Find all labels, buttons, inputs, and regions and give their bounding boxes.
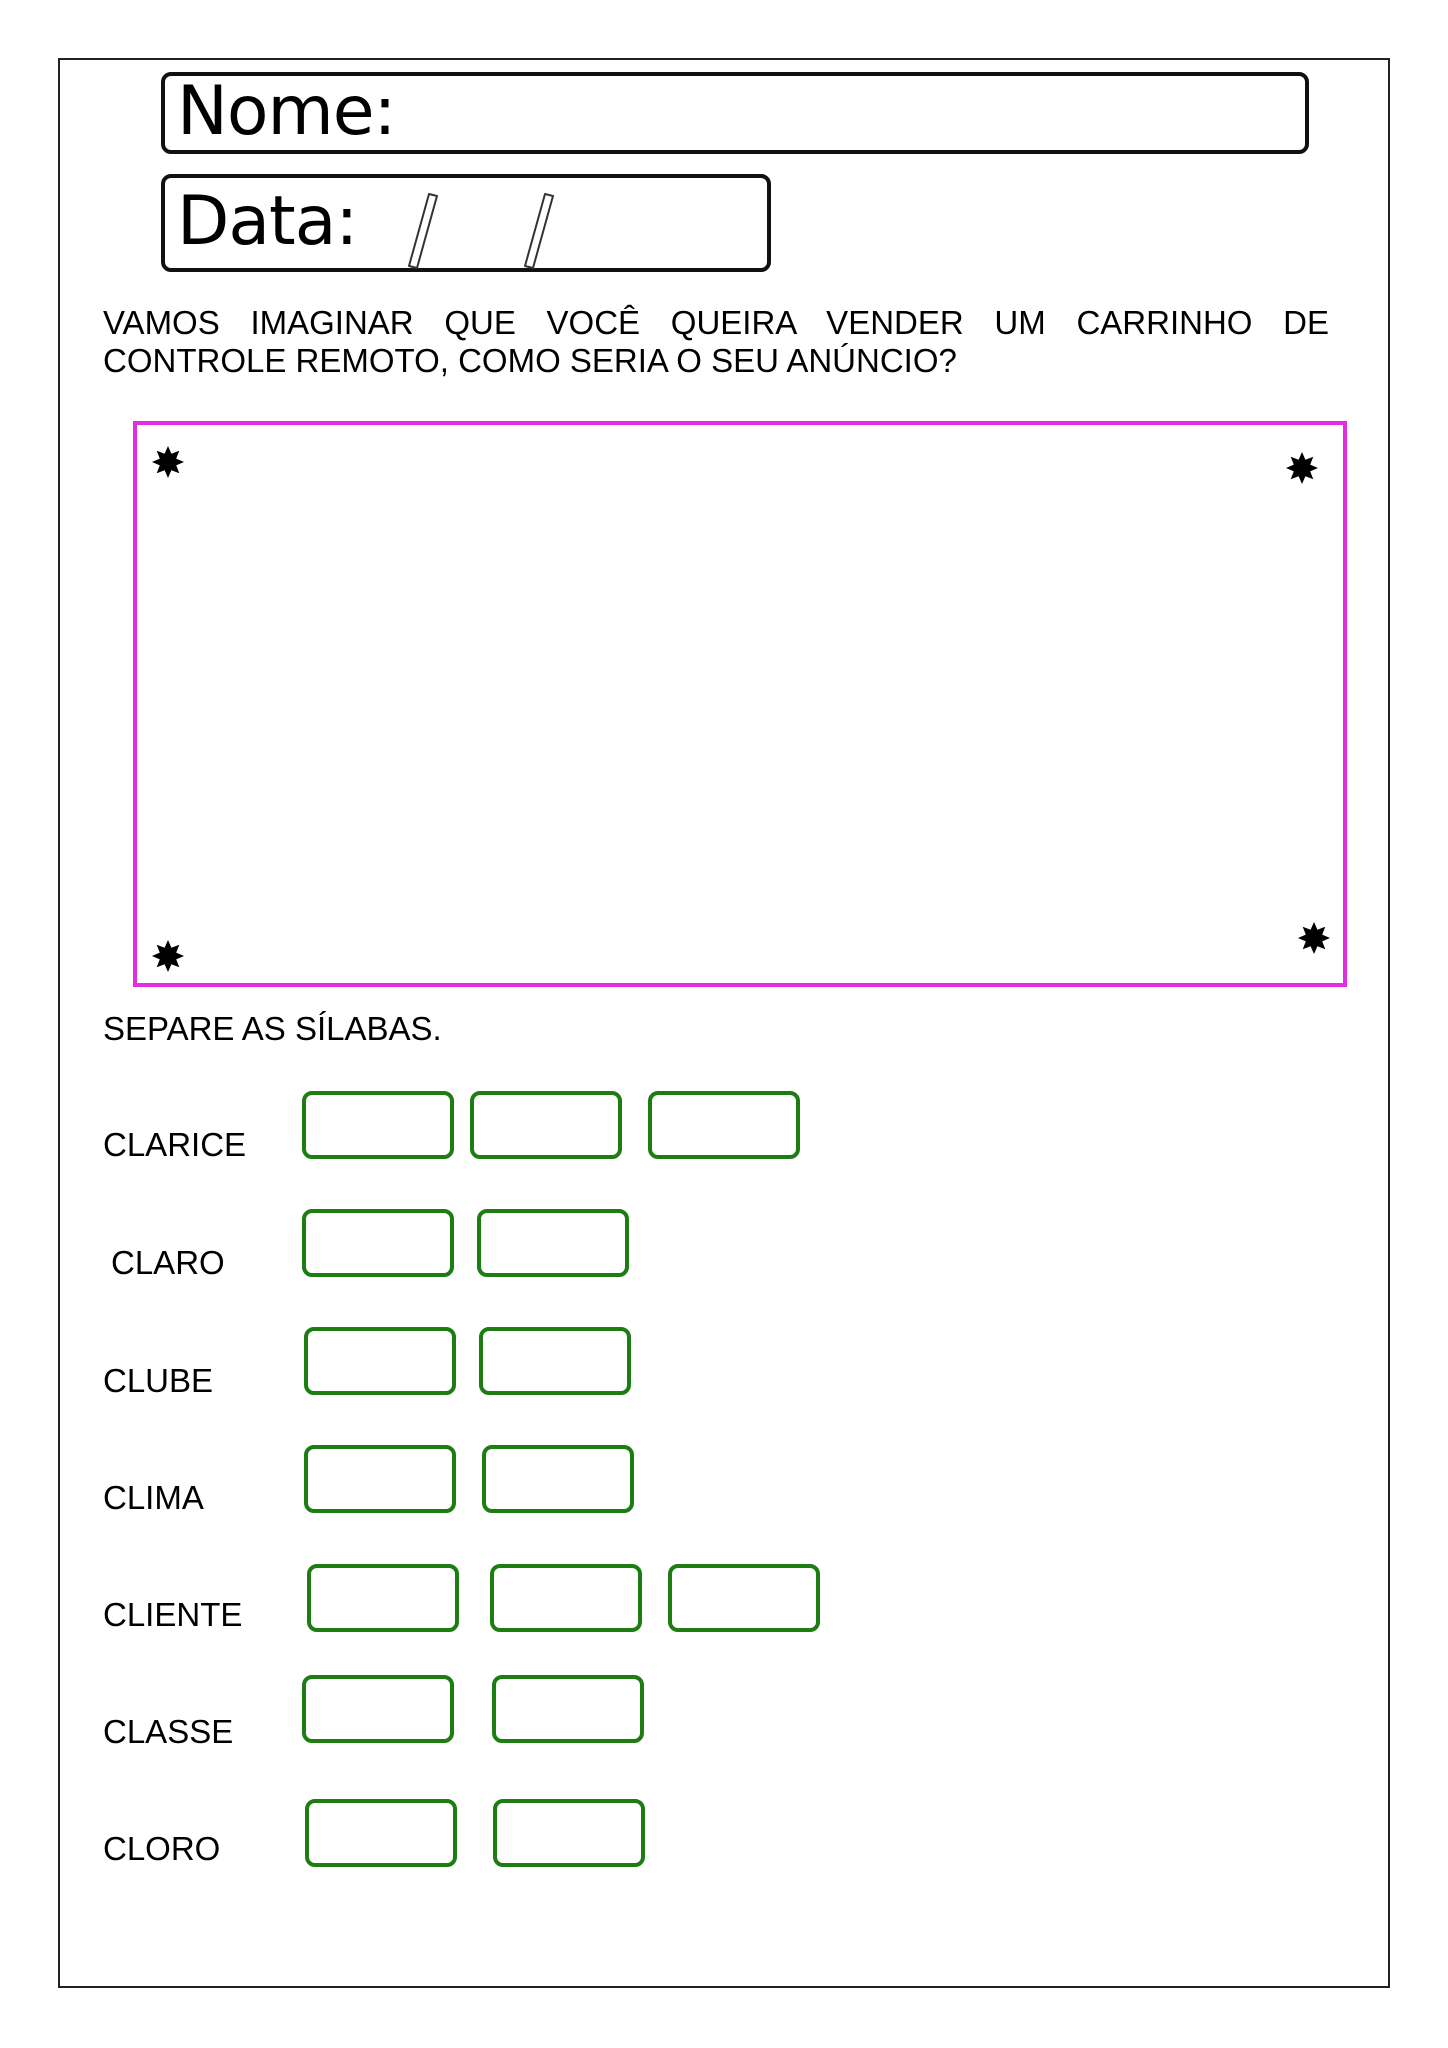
word-label: CLORO <box>103 1830 221 1867</box>
star-burst-icon <box>1286 452 1318 484</box>
word-label: CLARO <box>111 1244 225 1281</box>
syllable-box[interactable] <box>482 1445 634 1513</box>
star-burst-icon <box>152 446 184 478</box>
syllable-box[interactable] <box>302 1675 454 1743</box>
name-field[interactable]: Nome: <box>161 72 1309 154</box>
syllable-box[interactable] <box>304 1327 456 1395</box>
syllable-box[interactable] <box>479 1327 631 1395</box>
syllables-title: SEPARE AS SÍLABAS. <box>103 1010 442 1047</box>
word-label: CLIENTE <box>103 1596 243 1633</box>
ad-question: VAMOS IMAGINAR QUE VOCÊ QUEIRA VENDER UM… <box>103 304 1329 379</box>
star-burst-icon <box>1298 922 1330 954</box>
date-label: Data: <box>177 182 358 261</box>
date-slash-icon <box>408 193 438 269</box>
name-label: Nome: <box>177 72 396 151</box>
syllable-box[interactable] <box>648 1091 800 1159</box>
syllable-box[interactable] <box>492 1675 644 1743</box>
syllable-box[interactable] <box>490 1564 642 1632</box>
page-frame <box>58 58 1390 1988</box>
syllable-box[interactable] <box>302 1209 454 1277</box>
syllable-box[interactable] <box>477 1209 629 1277</box>
syllable-box[interactable] <box>304 1445 456 1513</box>
syllable-box[interactable] <box>493 1799 645 1867</box>
syllable-box[interactable] <box>305 1799 457 1867</box>
word-label: CLARICE <box>103 1126 247 1163</box>
date-slash-icon <box>524 193 554 269</box>
syllable-box[interactable] <box>302 1091 454 1159</box>
date-field[interactable]: Data: <box>161 174 771 272</box>
ad-answer-box[interactable] <box>133 421 1347 987</box>
star-burst-icon <box>152 940 184 972</box>
syllable-box[interactable] <box>668 1564 820 1632</box>
word-label: CLASSE <box>103 1713 234 1750</box>
word-label: CLUBE <box>103 1362 214 1399</box>
syllable-box[interactable] <box>470 1091 622 1159</box>
syllable-box[interactable] <box>307 1564 459 1632</box>
word-label: CLIMA <box>103 1479 204 1516</box>
